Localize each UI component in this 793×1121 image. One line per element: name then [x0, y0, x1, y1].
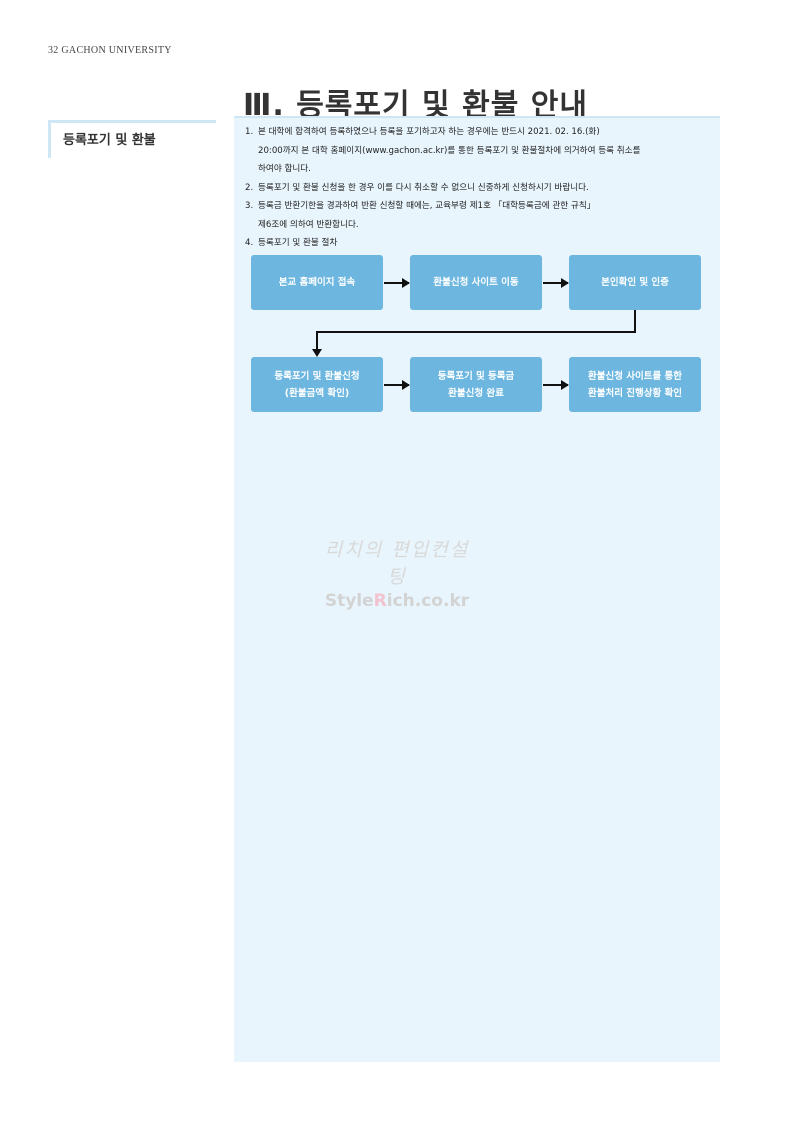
item-number: 4.: [245, 238, 254, 248]
list-item: 2. 등록포기 및 환불 신청을 한 경우 이를 다시 취소할 수 없으니 신중…: [245, 179, 710, 198]
item-text: 등록포기 및 환불 신청을 한 경우 이를 다시 취소할 수 없으니 신중하게 …: [258, 182, 589, 193]
flow-connector: [634, 310, 636, 333]
item-number: 3.: [245, 201, 254, 211]
flow-step-2: 환불신청 사이트 이동: [410, 255, 542, 310]
item-text-cont: 20:00까지 본 대학 홈페이지(www.gachon.ac.kr)를 통한 …: [258, 145, 641, 156]
item-text: 본 대학에 합격하여 등록하였으나 등록을 포기하고자 하는 경우에는 반드시 …: [258, 127, 600, 137]
item-text-cont: 하여야 합니다.: [258, 164, 311, 174]
flow-step-3: 본인확인 및 인증: [569, 255, 701, 310]
item-number: 2.: [245, 182, 254, 193]
flow-arrow: [543, 278, 569, 288]
flow-step-1: 본교 홈페이지 접속: [251, 255, 383, 310]
watermark-brand-part: Style: [324, 591, 374, 611]
item-text: 등록금 반환기한을 경과하여 반환 신청할 때에는, 교육부령 제1호 「대학등…: [258, 201, 596, 211]
watermark-brand-part: ich.co.kr: [386, 591, 470, 611]
item-text-cont: 제6조에 의하여 반환합니다.: [258, 219, 359, 230]
watermark-brand: StyleRich.co.kr: [322, 591, 472, 611]
sidebar-label: 등록포기 및 환불: [48, 120, 216, 158]
flow-step-5: 등록포기 및 등록금 환불신청 완료: [410, 357, 542, 412]
list-item: 3. 등록금 반환기한을 경과하여 반환 신청할 때에는, 교육부령 제1호 「…: [245, 197, 710, 234]
flow-step-6: 환불신청 사이트를 통한 환불처리 진행상황 확인: [569, 357, 701, 412]
item-number: 1.: [245, 127, 254, 137]
notice-list: 1. 본 대학에 합격하여 등록하였으나 등록을 포기하고자 하는 경우에는 반…: [245, 123, 710, 253]
flow-arrow: [384, 380, 410, 390]
page-header: 32 GACHON UNIVERSITY: [48, 45, 172, 56]
flow-arrowhead: [312, 349, 322, 357]
flow-connector: [316, 331, 636, 333]
flow-step-4: 등록포기 및 환불신청 (환불금액 확인): [251, 357, 383, 412]
list-item: 1. 본 대학에 합격하여 등록하였으나 등록을 포기하고자 하는 경우에는 반…: [245, 123, 710, 179]
watermark-text: 리치의 편입컨설팅: [324, 539, 470, 588]
flow-connector: [316, 331, 318, 350]
title-divider: [234, 116, 720, 118]
watermark-brand-accent: R: [373, 591, 387, 611]
flow-arrow: [543, 380, 569, 390]
flow-arrow: [384, 278, 410, 288]
list-item: 4. 등록포기 및 환불 절차: [245, 234, 710, 253]
item-text: 등록포기 및 환불 절차: [258, 238, 338, 248]
watermark: 리치의 편입컨설팅 StyleRich.co.kr: [322, 535, 472, 611]
